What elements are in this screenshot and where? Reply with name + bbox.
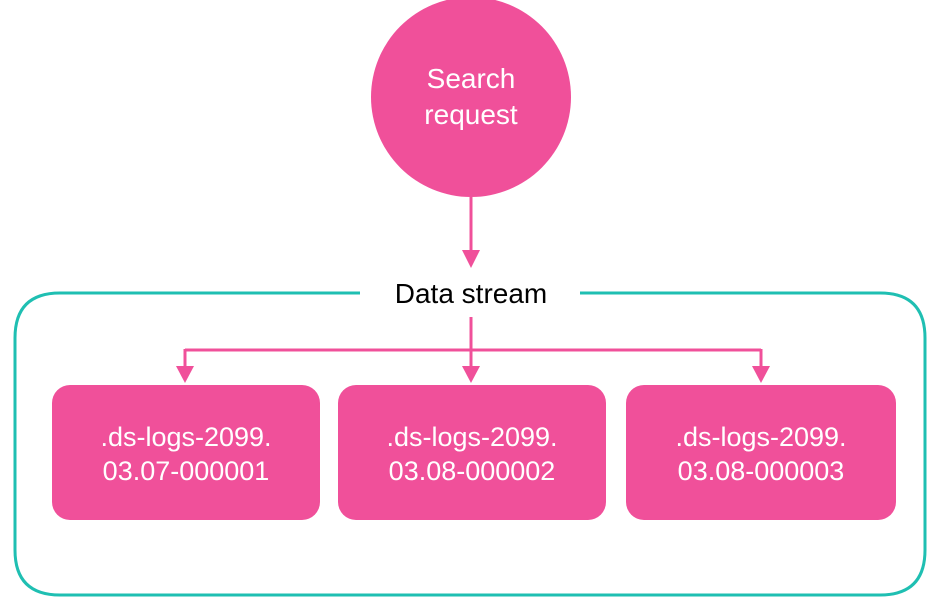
backing-index-2-box: [338, 385, 606, 520]
search-request-circle: [371, 0, 571, 197]
arrowhead-middle: [462, 366, 480, 383]
backing-index-2-line1: .ds-logs-2099.: [386, 422, 557, 452]
backing-index-1-line2: 03.07-000001: [103, 456, 270, 486]
request-to-stream-arrowhead: [462, 250, 480, 268]
backing-index-1-box: [52, 385, 320, 520]
search-request-label-line1: Search: [427, 63, 516, 94]
search-request-node: Search request: [371, 0, 571, 197]
backing-index-3-box: [626, 385, 896, 520]
backing-index-1-line1: .ds-logs-2099.: [100, 422, 271, 452]
data-stream-label: Data stream: [395, 278, 548, 309]
backing-index-2-line2: 03.08-000002: [389, 456, 556, 486]
backing-index-2: .ds-logs-2099. 03.08-000002: [338, 385, 606, 520]
backing-index-1: .ds-logs-2099. 03.07-000001: [52, 385, 320, 520]
backing-index-3-line1: .ds-logs-2099.: [675, 422, 846, 452]
arrowhead-right: [752, 366, 770, 383]
arrowhead-left: [176, 366, 194, 383]
backing-index-3: .ds-logs-2099. 03.08-000003: [626, 385, 896, 520]
backing-index-3-line2: 03.08-000003: [678, 456, 845, 486]
data-stream-container: [13, 291, 927, 597]
search-request-label-line2: request: [424, 99, 518, 130]
